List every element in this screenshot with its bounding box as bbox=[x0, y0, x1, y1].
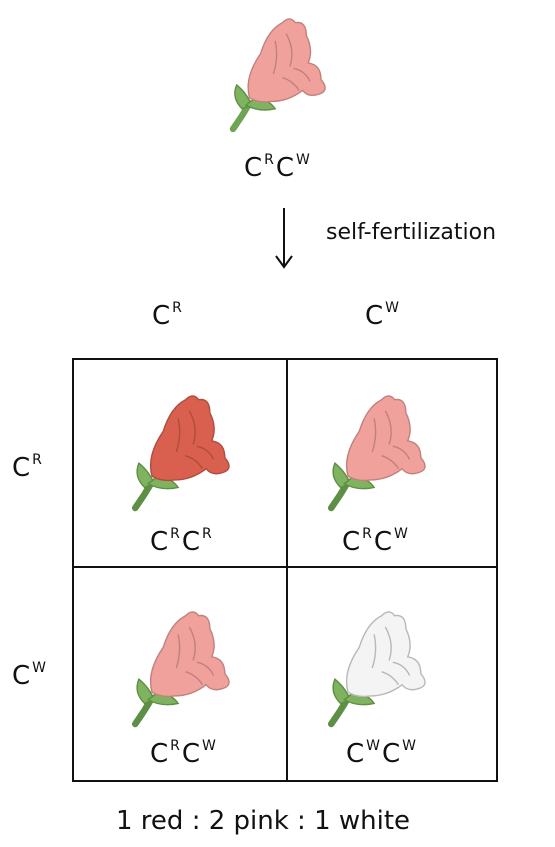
gamete-top-2: CW bbox=[365, 300, 400, 331]
petal-folds bbox=[175, 626, 215, 686]
leaf bbox=[136, 678, 155, 705]
cell-flower-ww bbox=[327, 611, 426, 728]
petal-folds bbox=[371, 626, 411, 686]
gamete-left-1: CR bbox=[12, 452, 43, 483]
grid-divider-horizontal bbox=[74, 566, 496, 568]
gamete-left-2: CW bbox=[12, 660, 47, 691]
cell-flower-rw-top bbox=[327, 395, 426, 512]
gamete-top-1: CR bbox=[152, 300, 183, 331]
cell-flower-rw-bottom bbox=[131, 611, 230, 728]
leaf bbox=[332, 462, 351, 489]
parent-flower bbox=[229, 18, 326, 133]
petal-folds bbox=[371, 410, 411, 470]
petals bbox=[149, 611, 230, 698]
petals bbox=[345, 395, 426, 482]
parent-flower-shape bbox=[229, 18, 326, 133]
cell-genotype-rw-bottom: CRCW bbox=[150, 738, 217, 769]
leaf bbox=[136, 462, 155, 489]
down-arrow-icon bbox=[275, 208, 293, 269]
parent-genotype: CRCW bbox=[244, 152, 311, 183]
petals bbox=[345, 611, 426, 698]
petals bbox=[149, 395, 230, 482]
arrow-label: self-fertilization bbox=[326, 220, 497, 245]
cell-genotype-rr: CRCR bbox=[150, 526, 213, 557]
grid-divider-vertical bbox=[286, 360, 288, 780]
phenotype-ratio: 1 red : 2 pink : 1 white bbox=[116, 806, 411, 836]
petal-folds bbox=[175, 410, 215, 470]
leaf bbox=[332, 678, 351, 705]
cell-genotype-ww: CWCW bbox=[346, 738, 417, 769]
cell-genotype-rw-top: CRCW bbox=[342, 526, 409, 557]
punnett-square bbox=[72, 358, 498, 782]
cell-flower-rr bbox=[131, 395, 230, 512]
